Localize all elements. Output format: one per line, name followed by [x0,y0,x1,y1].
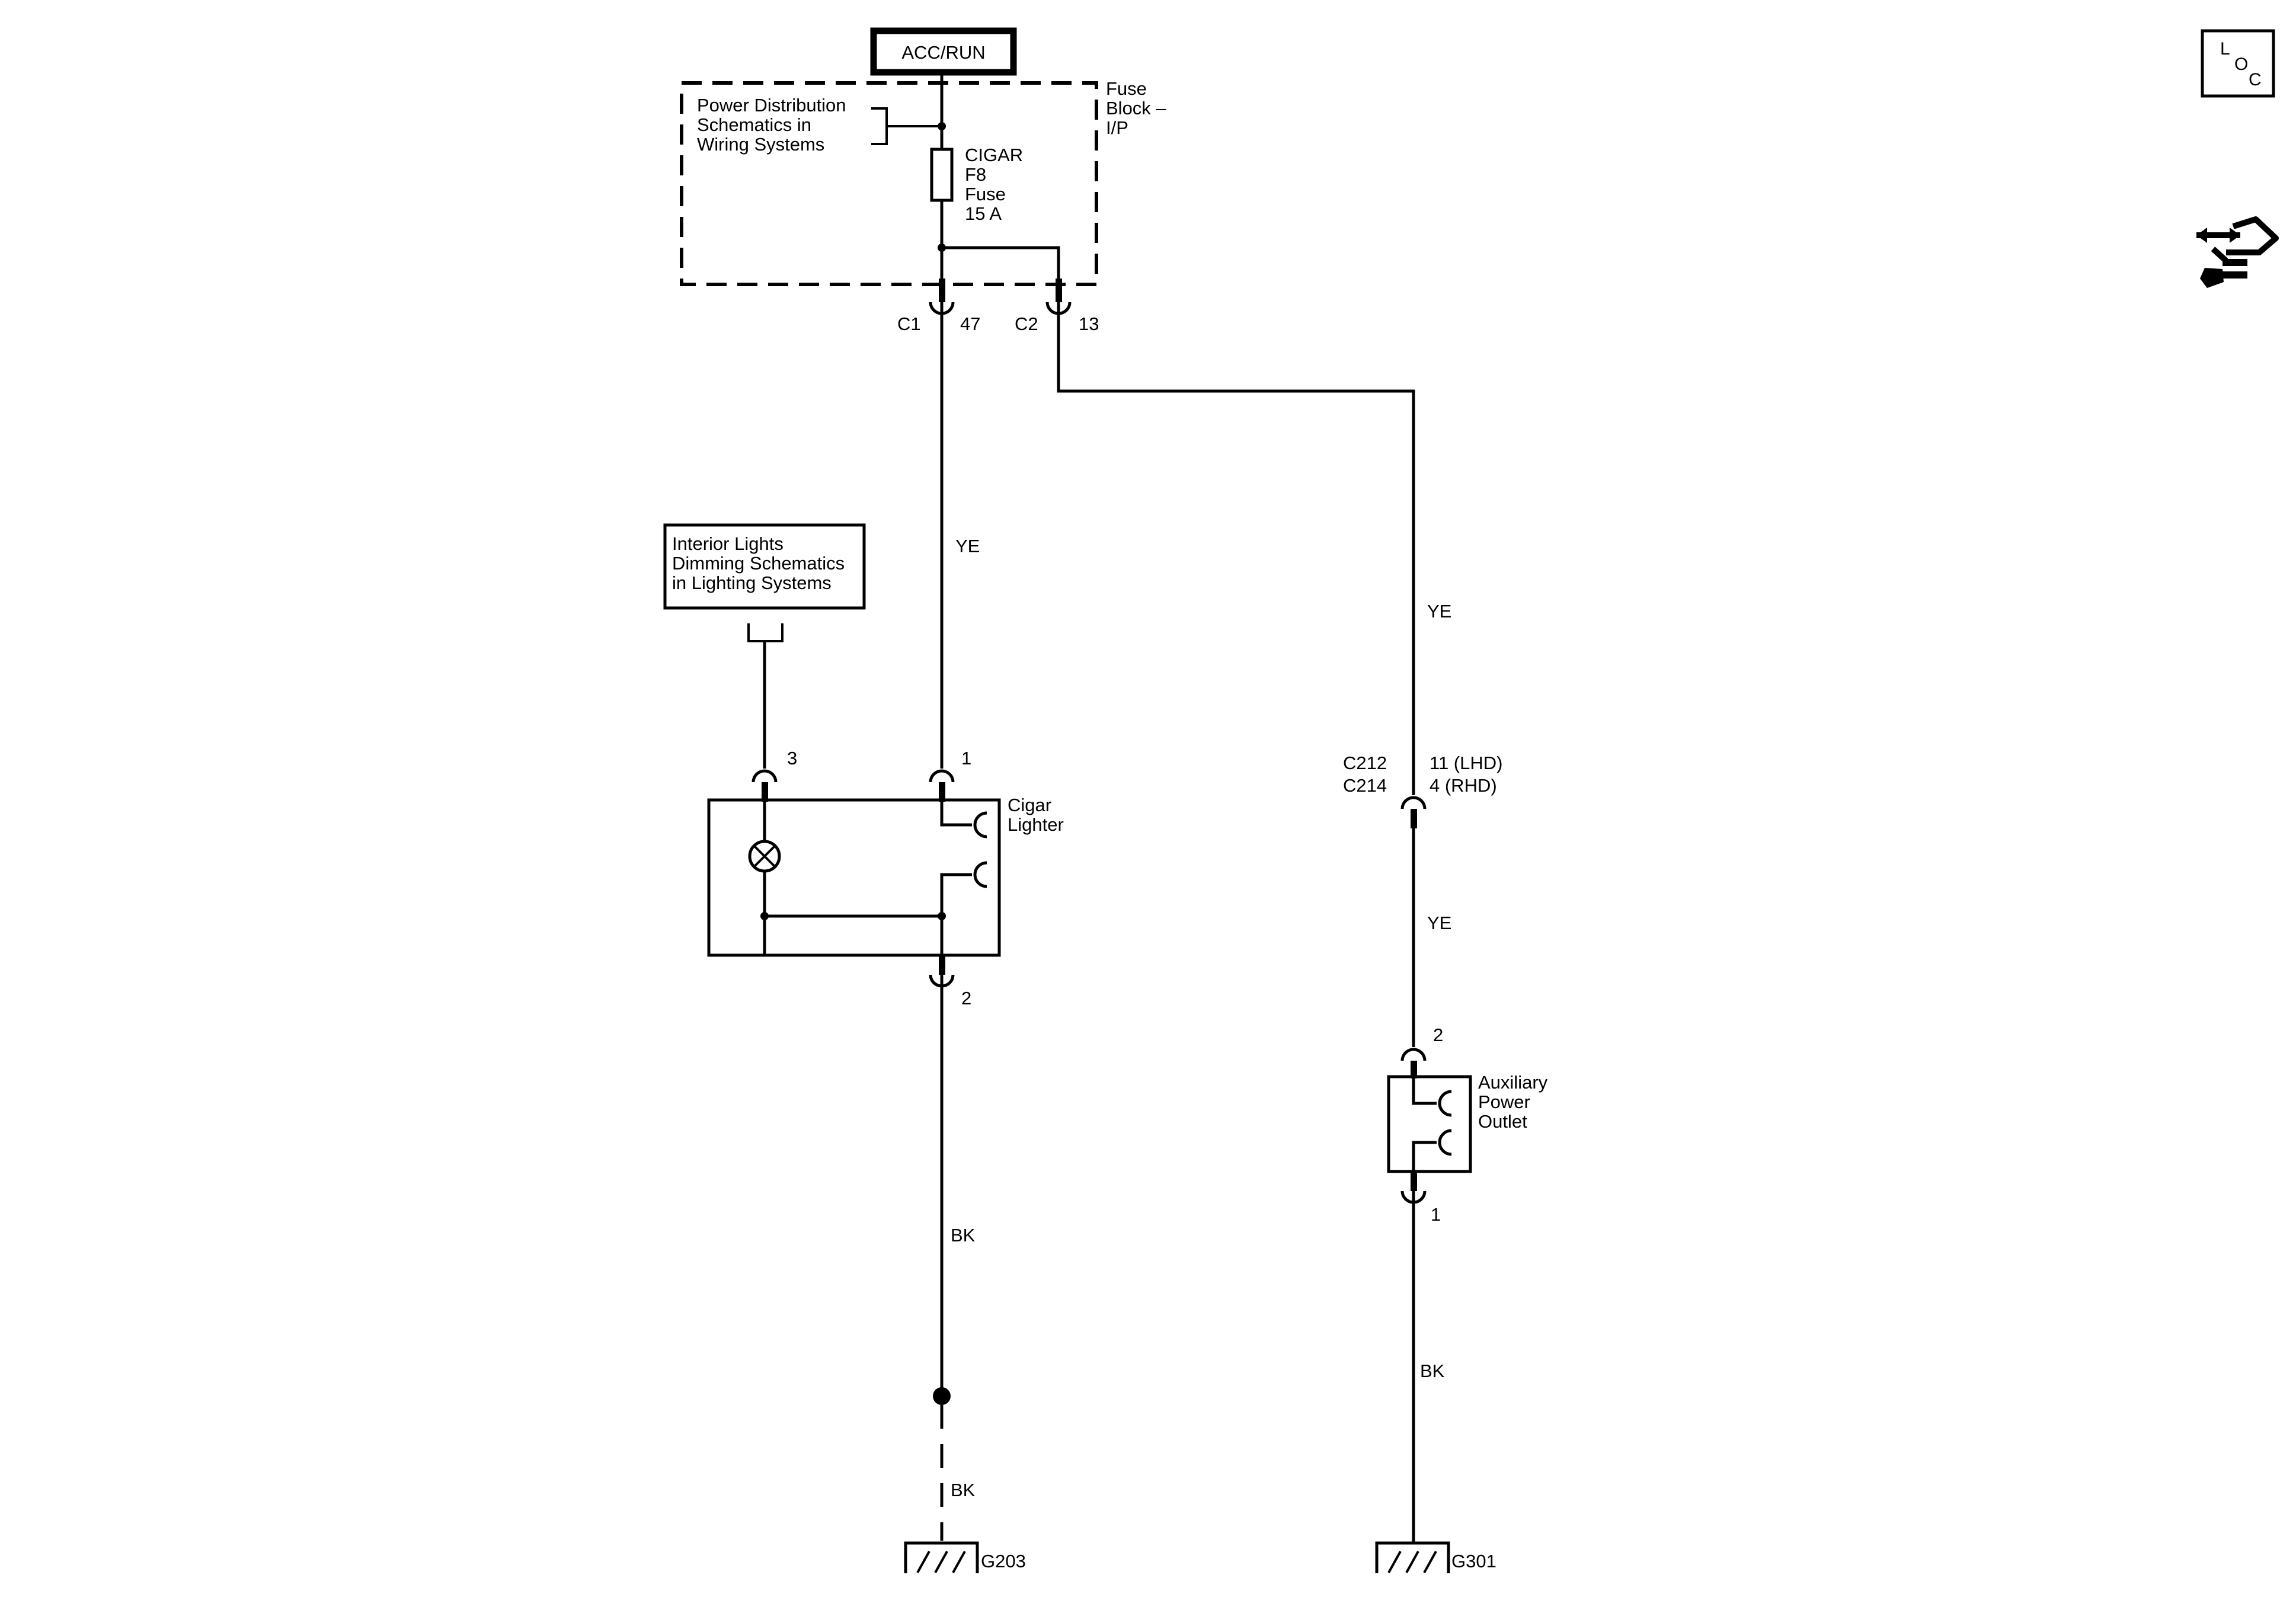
connector-c2-name: C2 [1015,313,1038,334]
svg-text:Interior Lights Dimming: Interior Lights Dimming Schematics in Li… [672,533,850,593]
svg-text:L: L [2220,39,2230,59]
wire-inline-to-outlet-color: YE [1427,913,1451,933]
cigar-lighter-label: Cigar Lighter [1008,795,1064,835]
connector-c1: C1 47 [897,279,980,334]
ground-g203-label: G203 [981,1551,1026,1571]
connector-c1-name: C1 [897,313,921,334]
outlet-pin-1: 1 [1431,1204,1441,1225]
power-source: ACC/RUN [870,27,1017,76]
cigar-lighter-pin-2: 2 [961,988,971,1009]
power-distribution-reference: Power Distribution Schematics in Wiring … [697,95,851,155]
power-source-label: ACC/RUN [901,42,985,63]
cigar-lighter: 3 1 2 Cigar Lighter [707,748,1064,1009]
auxiliary-power-outlet-label: Auxiliary Power Outlet [1478,1072,1553,1132]
connector-c1-pin: 47 [960,313,980,334]
fuse-block-label: Fuse Block – I/P [1106,78,1171,138]
dimming-reference-box: Interior Lights Dimming Schematics in Li… [663,523,866,769]
cigar-lighter-pin-1: 1 [961,748,971,769]
ground-g301: G301 [1375,1541,1496,1573]
svg-text:O: O [2234,55,2248,74]
fuse-block: Fuse Block – I/P Power Distribution Sche… [680,78,1171,286]
auxiliary-power-outlet: 2 1 Auxiliary Power Outlet [1387,1025,1553,1225]
outlet-pin-2: 2 [1433,1025,1443,1045]
connector-c2: C2 13 [1015,279,1099,334]
wire-c1-feed-color: YE [955,536,980,556]
ground-g301-label: G301 [1451,1551,1496,1571]
fuse-label: CIGAR F8 Fuse 15 A [965,145,1028,224]
wire-c2-feed-color: YE [1427,601,1451,622]
connector-end-view-icon[interactable] [2196,216,2279,288]
svg-text:C: C [2249,70,2262,89]
fuse-f8 [930,148,954,202]
splice-point [933,1387,951,1405]
connector-c2-pin: 13 [1079,313,1099,334]
inline-connector-pins: 11 (LHD) 4 (RHD) [1430,753,1508,796]
wire-lighter-ground-lower-color: BK [951,1480,976,1500]
component-locator-icon[interactable]: L O C [2201,29,2275,98]
wire-outlet-ground-color: BK [1420,1361,1445,1381]
inline-connector-c212-c214: C212 C214 11 (LHD) 4 (RHD) [1343,753,1508,828]
inline-connector-names: C212 C214 [1343,753,1392,796]
ground-g203: G203 [904,1541,1026,1573]
cigar-lighter-pin-3: 3 [787,748,797,769]
wire-lighter-ground-color: BK [951,1225,976,1246]
